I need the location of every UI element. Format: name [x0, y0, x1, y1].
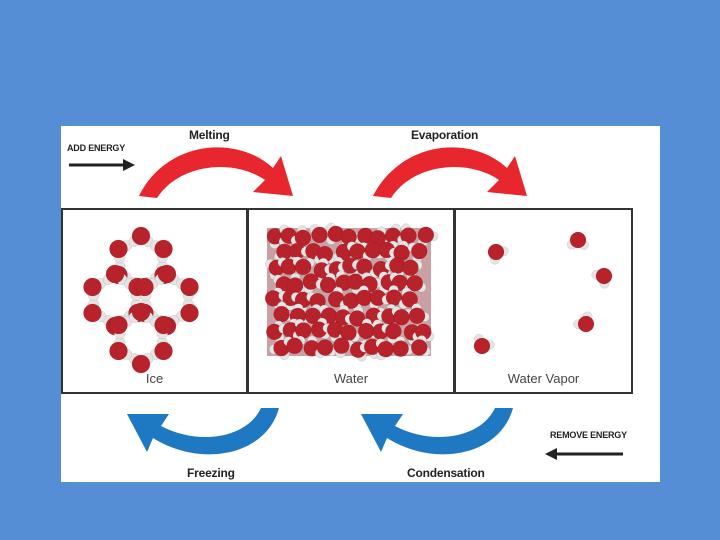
- water-molecule: [322, 321, 344, 343]
- water-molecule: [109, 239, 133, 264]
- remove-energy-label: REMOVE ENERGY: [550, 430, 627, 440]
- vapor-label: Water Vapor: [507, 371, 580, 386]
- water-molecule: [109, 336, 133, 361]
- water-molecule: [388, 240, 410, 262]
- water-molecule: [128, 353, 154, 374]
- water-molecule: [128, 302, 154, 323]
- water-molecule: [283, 335, 306, 355]
- water-panel: Water: [247, 208, 455, 394]
- water-molecule: [175, 298, 199, 323]
- water-molecule: [566, 231, 589, 250]
- water-molecule: [314, 339, 337, 359]
- water-molecule: [149, 239, 173, 264]
- ice-panel: Ice: [61, 208, 248, 394]
- water-molecule: [278, 224, 297, 247]
- water-molecule: [402, 259, 423, 281]
- water-molecule: [290, 225, 312, 247]
- water-molecule: [315, 272, 337, 294]
- freezing-arrow: [127, 408, 279, 455]
- water-molecule: [149, 315, 173, 340]
- water-label: Water: [333, 371, 369, 386]
- water-molecule: [591, 267, 613, 289]
- add-energy-label: ADD ENERGY: [67, 143, 126, 153]
- water-molecule: [375, 338, 394, 361]
- vapor-molecules: [473, 231, 613, 355]
- water-molecule: [487, 243, 509, 265]
- water-molecule: [154, 264, 180, 285]
- water-molecule: [410, 335, 431, 357]
- water-molecule: [573, 311, 595, 333]
- water-molecule: [109, 315, 133, 340]
- water-molecule: [149, 336, 173, 361]
- water-molecule: [408, 303, 430, 324]
- water-molecule: [344, 305, 366, 327]
- water-molecules: [264, 222, 439, 362]
- water-molecule: [356, 285, 377, 307]
- water-molecule: [381, 322, 402, 344]
- water-molecule: [83, 298, 107, 323]
- ice-label: Ice: [145, 371, 164, 386]
- water-molecule: [473, 333, 495, 355]
- water-molecule: [175, 277, 199, 302]
- evaporation-label: Evaporation: [411, 128, 479, 142]
- condensation-label: Condensation: [407, 466, 485, 480]
- water-molecule: [102, 264, 128, 285]
- water-molecule: [412, 323, 435, 342]
- water-molecule: [325, 222, 345, 245]
- water-molecule: [398, 287, 418, 310]
- water-molecule: [378, 240, 399, 263]
- ice-molecules: [83, 226, 199, 374]
- water-molecule: [292, 318, 312, 341]
- freezing-label: Freezing: [187, 466, 235, 480]
- add-energy-arrow: [69, 159, 135, 171]
- melting-arrow: [139, 147, 293, 198]
- evaporation-arrow: [373, 147, 527, 198]
- water-molecule: [128, 226, 154, 247]
- water-molecule: [83, 277, 107, 302]
- state-change-diagram: ADD ENERGY Melting Evaporation Ice Water…: [61, 126, 660, 482]
- water-molecule: [346, 241, 369, 260]
- water-molecule: [391, 306, 414, 326]
- water-molecule: [337, 324, 360, 344]
- water-molecule: [292, 256, 315, 276]
- vapor-panel: Water Vapor: [454, 208, 633, 394]
- condensation-arrow: [361, 408, 513, 455]
- water-molecule: [264, 287, 283, 310]
- remove-energy-arrow: [545, 448, 623, 460]
- melting-label: Melting: [189, 128, 230, 142]
- water-molecule: [381, 285, 403, 306]
- water-molecule: [340, 228, 362, 250]
